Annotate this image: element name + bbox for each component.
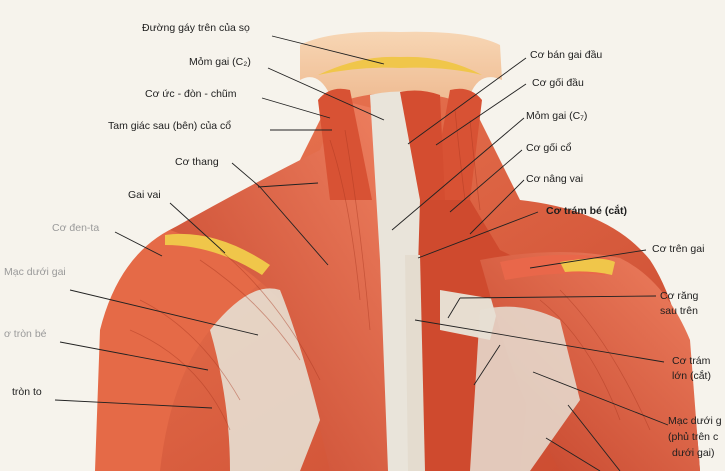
label-co-thang: Cơ thang (175, 156, 219, 169)
label-mac-duoi-gai-right-line2: (phủ trên c (668, 431, 718, 444)
label-co-den-ta: Cơ đen-ta (52, 222, 99, 235)
label-co-uc-don-chum: Cơ ức - đòn - chũm (145, 88, 237, 101)
label-co-rang-line2: sau trên (660, 305, 698, 318)
label-mac-duoi-gai-right-line3: dưới gai) (672, 447, 715, 460)
label-co-rang-line1: Cơ răng (660, 290, 698, 303)
label-tam-giac-sau: Tam giác sau (bên) của cổ (108, 120, 231, 133)
label-co-goi-dau: Cơ gối đầu (532, 77, 584, 90)
label-co-tron-be: ơ tròn bé (4, 328, 47, 341)
label-co-tram-lon-line2: lớn (cắt) (672, 370, 711, 383)
label-co-tram-be-text: Cơ trám bé (546, 205, 602, 217)
label-co-nang-vai: Cơ nâng vai (526, 173, 583, 186)
label-mom-gai-c2: Mỏm gai (C₂) (189, 56, 251, 69)
label-mac-duoi-gai-left: Mạc dưới gai (4, 266, 66, 279)
label-co-tram-be-note: (cắt) (605, 205, 627, 217)
label-co-tren-gai: Cơ trên gai (652, 243, 704, 256)
label-co-goi-co: Cơ gối cổ (526, 142, 571, 155)
label-mom-gai-c7: Mỏm gai (C₇) (526, 110, 587, 123)
label-co-tron-to: tròn to (12, 386, 42, 399)
label-mac-duoi-gai-right-line1: Mạc dưới g (668, 415, 722, 428)
label-co-tram-be: Cơ trám bé (cắt) (546, 205, 627, 218)
label-duong-gay-tren-cua-so: Đường gáy trên của sọ (142, 22, 250, 35)
label-co-ban-gai-dau: Cơ bán gai đầu (530, 49, 602, 62)
label-gai-vai: Gai vai (128, 189, 161, 202)
label-co-tram-lon-line1: Cơ trám (672, 355, 710, 368)
